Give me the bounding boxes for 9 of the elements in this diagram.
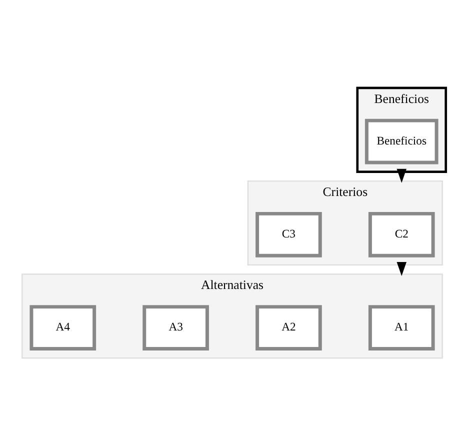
arrow — [396, 262, 407, 276]
node-box: A3 — [142, 304, 209, 350]
node-box: Beneficios — [364, 118, 438, 164]
node-box: A1 — [368, 304, 435, 350]
arrow — [396, 168, 407, 182]
node-box: A2 — [256, 304, 322, 350]
node-box: C2 — [368, 211, 435, 257]
node-box: A4 — [30, 304, 96, 350]
node-box: C3 — [256, 211, 322, 257]
